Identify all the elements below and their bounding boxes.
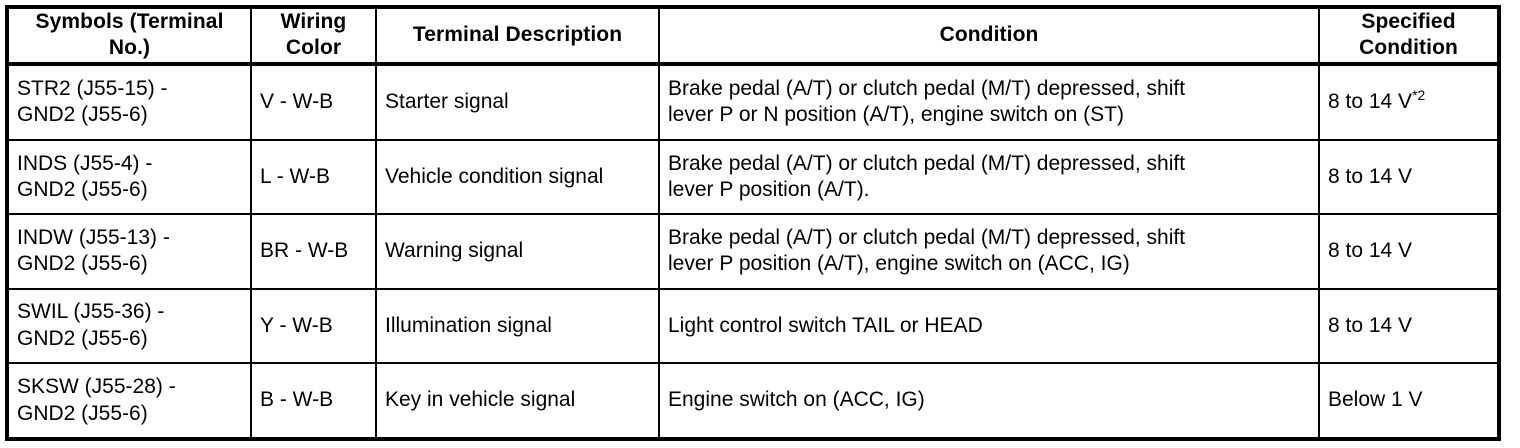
cell-wiring-color: B - W-B (250, 362, 377, 440)
condition-line-1: Brake pedal (A/T) or clutch pedal (M/T) … (668, 76, 1186, 100)
specified-condition-value: 8 to 14 V (1328, 313, 1413, 337)
condition-line-1: Brake pedal (A/T) or clutch pedal (M/T) … (668, 225, 1186, 249)
specified-condition-value: 8 to 14 V (1328, 90, 1413, 114)
wiring-color-value: B - W-B (260, 388, 334, 412)
column-header-specified-condition-line2: Condition (1359, 36, 1458, 60)
symbol-line-1: STR2 (J55-15) - (17, 76, 168, 100)
column-header-condition: Condition (658, 6, 1320, 66)
cell-condition: Brake pedal (A/T) or clutch pedal (M/T) … (658, 62, 1320, 141)
wiring-color-value: BR - W-B (260, 239, 349, 263)
condition-line-1: Brake pedal (A/T) or clutch pedal (M/T) … (668, 151, 1186, 175)
column-header-symbols: Symbols (Terminal No.) (6, 6, 252, 66)
condition-line-2: lever P position (A/T). (668, 177, 870, 201)
condition-line-1: Light control switch TAIL or HEAD (668, 313, 983, 337)
specified-condition-value: Below 1 V (1328, 388, 1423, 412)
cell-condition: Brake pedal (A/T) or clutch pedal (M/T) … (658, 213, 1320, 290)
column-header-wiring-color-line2: Color (285, 36, 342, 60)
condition-line-2: lever P position (A/T), engine switch on… (668, 252, 1130, 276)
column-header-specified-condition-line1: Specified (1361, 10, 1456, 33)
cell-wiring-color: BR - W-B (250, 213, 377, 290)
cell-symbols: SKSW (J55-28) - GND2 (J55-6) (6, 362, 252, 440)
symbol-line-1: INDS (J55-4) - (17, 151, 153, 175)
cell-wiring-color: Y - W-B (250, 287, 377, 365)
column-header-symbols-line2: No.) (108, 36, 151, 60)
table-body: STR2 (J55-15) - GND2 (J55-6) V - W-B Sta… (6, 62, 1500, 440)
cell-specified-condition: Below 1 V (1318, 362, 1500, 440)
cell-symbols: SWIL (J55-36) - GND2 (J55-6) (6, 287, 252, 365)
terminal-description-value: Key in vehicle signal (385, 388, 576, 412)
terminal-description-value: Warning signal (385, 239, 524, 263)
cell-symbols: INDS (J55-4) - GND2 (J55-6) (6, 138, 252, 216)
terminal-specification-table-container: Symbols (Terminal No.) Wiring Color Term… (5, 5, 1501, 441)
wiring-color-value: V - W-B (260, 90, 334, 114)
table-row: SWIL (J55-36) - GND2 (J55-6) Y - W-B Ill… (6, 287, 1500, 365)
column-header-specified-condition: Specified Condition (1318, 6, 1500, 66)
wiring-color-value: L - W-B (260, 164, 331, 188)
terminal-description-value: Vehicle condition signal (385, 164, 604, 188)
symbol-line-1: INDW (J55-13) - (17, 225, 170, 249)
cell-wiring-color: L - W-B (250, 138, 377, 216)
cell-terminal-description: Key in vehicle signal (375, 362, 660, 440)
symbol-line-1: SWIL (J55-36) - (17, 300, 165, 324)
column-header-wiring-color: Wiring Color (250, 6, 377, 66)
wiring-color-value: Y - W-B (260, 313, 333, 337)
cell-condition: Engine switch on (ACC, IG) (658, 362, 1320, 440)
specified-condition-value: 8 to 14 V (1328, 239, 1413, 263)
column-header-symbols-line1: Symbols (Terminal (35, 10, 224, 33)
symbol-line-2: GND2 (J55-6) (17, 252, 148, 276)
cell-specified-condition: 8 to 14 V (1318, 213, 1500, 290)
terminal-description-value: Starter signal (385, 90, 509, 114)
cell-specified-condition: 8 to 14 V*2 (1318, 62, 1500, 141)
table-header-row: Symbols (Terminal No.) Wiring Color Term… (6, 6, 1500, 66)
terminal-description-value: Illumination signal (385, 313, 552, 337)
cell-condition: Light control switch TAIL or HEAD (658, 287, 1320, 365)
table-row: STR2 (J55-15) - GND2 (J55-6) V - W-B Sta… (6, 62, 1500, 141)
symbol-line-2: GND2 (J55-6) (17, 401, 148, 425)
table-header: Symbols (Terminal No.) Wiring Color Term… (6, 6, 1500, 66)
cell-specified-condition: 8 to 14 V (1318, 287, 1500, 365)
column-header-condition-line1: Condition (939, 23, 1039, 47)
column-header-wiring-color-line1: Wiring (280, 10, 347, 33)
cell-symbols: STR2 (J55-15) - GND2 (J55-6) (6, 62, 252, 141)
condition-line-1: Engine switch on (ACC, IG) (668, 388, 925, 412)
column-header-terminal-description: Terminal Description (375, 6, 660, 66)
table-row: SKSW (J55-28) - GND2 (J55-6) B - W-B Key… (6, 362, 1500, 440)
cell-symbols: INDW (J55-13) - GND2 (J55-6) (6, 213, 252, 290)
symbol-line-2: GND2 (J55-6) (17, 326, 148, 350)
symbol-line-2: GND2 (J55-6) (17, 103, 148, 127)
column-header-terminal-description-line1: Terminal Description (412, 23, 623, 47)
cell-terminal-description: Starter signal (375, 62, 660, 141)
table-row: INDS (J55-4) - GND2 (J55-6) L - W-B Vehi… (6, 138, 1500, 216)
cell-wiring-color: V - W-B (250, 62, 377, 141)
terminal-specification-table: Symbols (Terminal No.) Wiring Color Term… (5, 5, 1501, 441)
specified-condition-value: 8 to 14 V (1328, 164, 1413, 188)
table-row: INDW (J55-13) - GND2 (J55-6) BR - W-B Wa… (6, 213, 1500, 290)
cell-terminal-description: Vehicle condition signal (375, 138, 660, 216)
cell-terminal-description: Illumination signal (375, 287, 660, 365)
cell-specified-condition: 8 to 14 V (1318, 138, 1500, 216)
symbol-line-2: GND2 (J55-6) (17, 177, 148, 201)
specified-condition-footnote-ref: *2 (1412, 87, 1426, 104)
condition-line-2: lever P or N position (A/T), engine swit… (668, 103, 1124, 127)
cell-terminal-description: Warning signal (375, 213, 660, 290)
symbol-line-1: SKSW (J55-28) - (17, 375, 176, 399)
cell-condition: Brake pedal (A/T) or clutch pedal (M/T) … (658, 138, 1320, 216)
